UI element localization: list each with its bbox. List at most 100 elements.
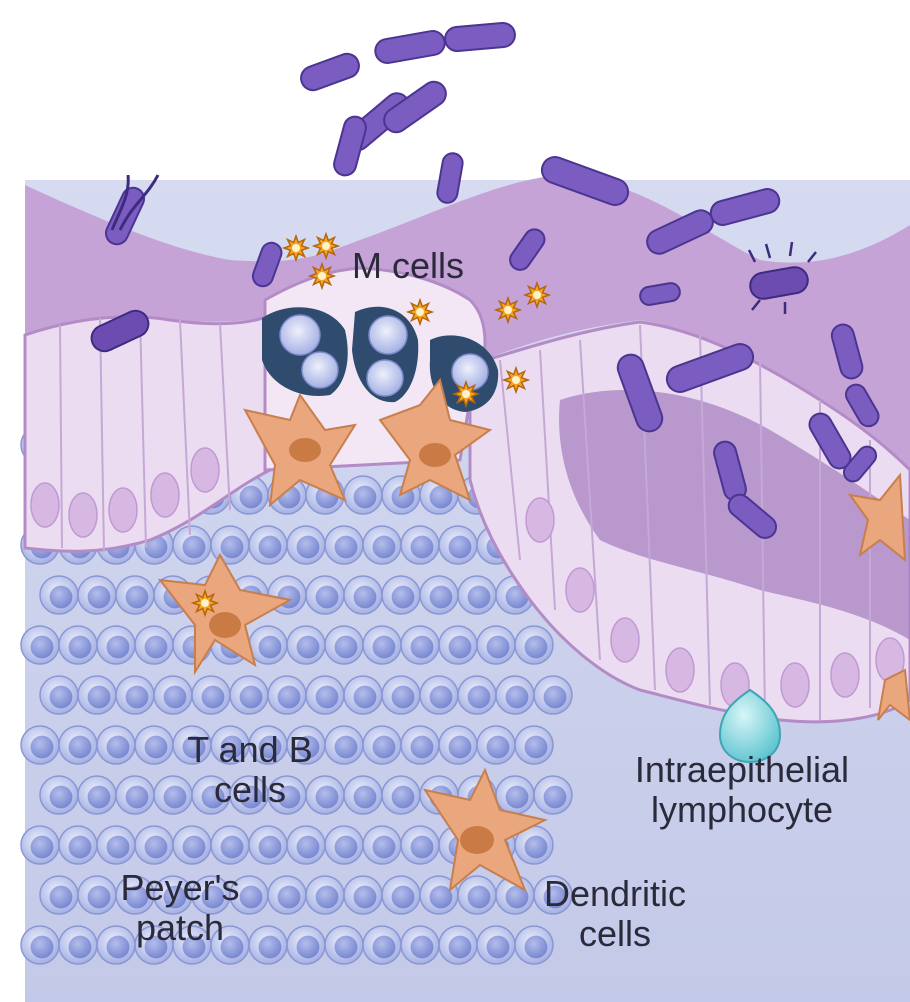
lymphocyte-nucleus xyxy=(486,935,510,959)
lymphocyte-nucleus xyxy=(448,735,472,759)
antigen-core xyxy=(322,242,330,250)
lymphocyte-nucleus xyxy=(296,635,320,659)
label-dendritic-cells: Dendritic cells xyxy=(520,874,710,954)
lymphocyte-nucleus xyxy=(410,735,434,759)
lymphocyte-nucleus xyxy=(410,935,434,959)
lymphocyte-nucleus xyxy=(87,885,111,909)
lymphocyte-nucleus xyxy=(277,785,301,809)
lymphocyte-nucleus xyxy=(125,585,149,609)
antigen-core xyxy=(201,599,209,607)
lymphocyte-nucleus xyxy=(68,735,92,759)
lymphocyte-nucleus xyxy=(49,685,73,709)
intraepithelial-lymphocyte xyxy=(718,688,782,764)
lymphocyte-nucleus xyxy=(144,835,168,859)
lymphocyte-nucleus xyxy=(353,785,377,809)
lymphocyte-nucleus xyxy=(277,685,301,709)
lymphocyte-nucleus xyxy=(315,785,339,809)
lymphocyte-nucleus xyxy=(106,635,130,659)
lymphocyte-nucleus xyxy=(201,885,225,909)
lymphocyte-nucleus xyxy=(524,935,548,959)
lymphocyte-nucleus xyxy=(49,585,73,609)
flagellated-bacteria xyxy=(90,174,817,353)
lymphocyte-nucleus xyxy=(524,835,548,859)
lymphocyte-nucleus xyxy=(429,885,453,909)
label-peyers-line2: patch xyxy=(135,907,225,948)
lymphocyte-nucleus xyxy=(30,735,54,759)
label-peyers-line1: Peyer's xyxy=(120,867,240,908)
lymphocyte-nucleus xyxy=(30,935,54,959)
lymphocyte-nucleus xyxy=(410,635,434,659)
lymphocyte-nucleus xyxy=(372,735,396,759)
antigen-core xyxy=(504,306,512,314)
lymphocyte-nucleus xyxy=(68,835,92,859)
lymphocyte-nucleus xyxy=(87,585,111,609)
lymphocyte-nucleus xyxy=(410,535,434,559)
lymphocyte-nucleus xyxy=(220,535,244,559)
lymphocyte-nucleus xyxy=(353,485,377,509)
lymphocyte-nucleus xyxy=(30,635,54,659)
lymphocyte-nucleus xyxy=(429,685,453,709)
lymphocyte-nucleus xyxy=(334,635,358,659)
lymphocyte-nucleus xyxy=(182,535,206,559)
lymphocyte-nucleus xyxy=(448,935,472,959)
lymphocyte-nucleus xyxy=(429,585,453,609)
lymphocyte-nucleus xyxy=(30,835,54,859)
lymphocyte-nucleus xyxy=(106,935,130,959)
label-dendritic-line2: cells xyxy=(578,913,652,954)
lymphocyte-nucleus xyxy=(239,785,263,809)
label-peyers-patch: Peyer's patch xyxy=(95,868,265,948)
lymphocyte-nucleus xyxy=(505,785,529,809)
mucus-layer xyxy=(25,175,910,470)
lymphocyte-nucleus xyxy=(49,885,73,909)
lymphocyte-nucleus xyxy=(467,585,491,609)
lymphocyte-nucleus xyxy=(315,585,339,609)
antigen-core xyxy=(533,291,541,299)
lymphocyte-nucleus xyxy=(353,885,377,909)
lymphocyte-nucleus xyxy=(296,835,320,859)
lymphocyte-nucleus xyxy=(296,735,320,759)
lymphocyte-nucleus xyxy=(524,735,548,759)
lymphocyte-nucleus xyxy=(144,935,168,959)
dendritic-nuclei xyxy=(209,438,494,854)
antigen-core xyxy=(416,308,424,316)
epithelial-nuclei xyxy=(30,447,905,708)
label-iel-line2: lymphocyte xyxy=(650,789,834,830)
lymphocyte-nucleus xyxy=(220,835,244,859)
antigen-core xyxy=(462,390,470,398)
lymphocyte-nucleus xyxy=(106,835,130,859)
label-iel-line1: Intraepithelial xyxy=(634,749,850,790)
lymphocyte-nucleus xyxy=(220,735,244,759)
label-m-cells-text: M cells xyxy=(352,245,465,286)
label-dendritic-line1: Dendritic xyxy=(543,873,687,914)
lymphocyte-nucleus xyxy=(334,935,358,959)
lymphocyte-nucleus xyxy=(277,885,301,909)
lymphocyte-nucleus xyxy=(258,735,282,759)
lymphocyte-nucleus xyxy=(87,685,111,709)
lymphocyte-nucleus xyxy=(372,935,396,959)
lymphocyte-nucleus xyxy=(258,635,282,659)
lymphocyte-nucleus xyxy=(125,685,149,709)
antigen-core xyxy=(292,244,300,252)
lymphocyte-nucleus xyxy=(125,885,149,909)
lymphocyte-nucleus xyxy=(543,885,567,909)
lymphocyte-nucleus xyxy=(68,635,92,659)
antigen-core xyxy=(318,272,326,280)
lymphocyte-nucleus xyxy=(467,685,491,709)
lymphocyte-nucleus xyxy=(258,535,282,559)
label-m-cells: M cells xyxy=(352,246,492,286)
label-t-and-b-cells: T and B cells xyxy=(160,730,340,810)
label-t-and-b-line2: cells xyxy=(213,769,287,810)
antigen-core xyxy=(512,376,520,384)
lymphocyte-nucleus xyxy=(372,535,396,559)
lymphocyte-nucleus xyxy=(315,885,339,909)
lymphocyte-nucleus xyxy=(239,685,263,709)
lymphocyte-nucleus xyxy=(201,785,225,809)
lymphocyte-nucleus xyxy=(239,885,263,909)
lymphocyte-nucleus xyxy=(182,835,206,859)
lymphocyte-nucleus xyxy=(543,785,567,809)
lymphocyte-nucleus xyxy=(448,535,472,559)
lymphocyte-nucleus xyxy=(334,835,358,859)
lymphocyte-nucleus xyxy=(144,735,168,759)
pocket-lymphocytes xyxy=(279,314,489,397)
